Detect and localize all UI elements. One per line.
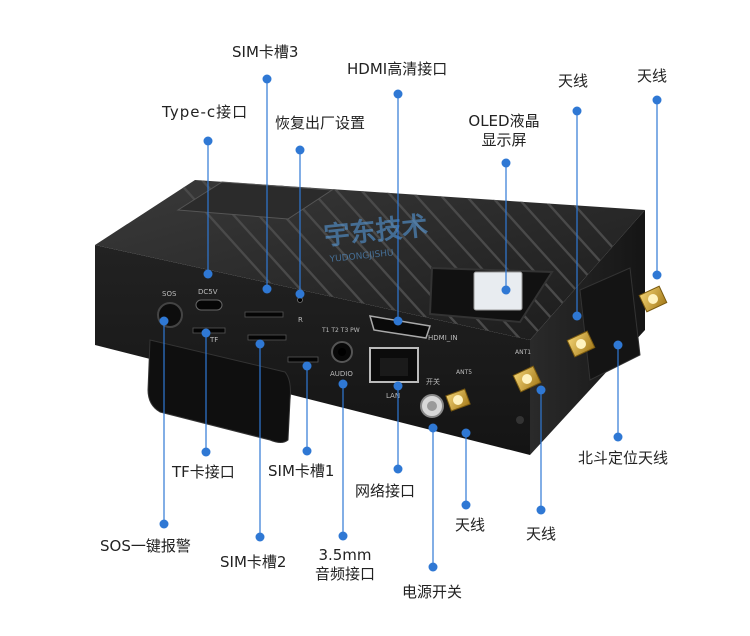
- callout-dot-antenna-top2: [652, 95, 662, 105]
- label-audio-line1: 3.5mm: [318, 546, 372, 564]
- label-reset: 恢复出厂设置: [275, 114, 366, 132]
- printed-lan: LAN: [386, 392, 400, 400]
- sma-antenna-ant1: [512, 365, 542, 393]
- label-antenna-top1: 天线: [558, 72, 589, 90]
- rubber-port-cover: [147, 339, 291, 443]
- sma-antenna-ant5: [445, 388, 471, 412]
- callout-dot-beidou: [613, 432, 623, 442]
- callout-dot-hdmi: [393, 89, 403, 99]
- printed-ant1: ANT1: [515, 349, 531, 356]
- label-oled-line1: OLED液晶: [468, 112, 540, 130]
- callout-dot-sim1: [302, 446, 312, 456]
- callout-dot-tf: [201, 447, 211, 457]
- printed-ant5: ANT5: [456, 369, 472, 376]
- sim-slot-3: [244, 311, 284, 318]
- label-audio: 3.5mm 音频接口: [300, 546, 390, 584]
- sma-antenna-top: [638, 285, 668, 313]
- callout-dot-reset: [295, 145, 305, 155]
- printed-switch: 开关: [426, 377, 440, 386]
- label-antenna-bottom2: 天线: [526, 525, 557, 543]
- printed-sos: SOS: [162, 290, 177, 298]
- callout-dot-sim2: [255, 532, 265, 542]
- label-plate: [176, 181, 334, 220]
- printed-audio: AUDIO: [330, 370, 353, 378]
- label-audio-line2: 音频接口: [314, 565, 375, 583]
- callout-dot-sim3: [262, 74, 272, 84]
- label-beidou: 北斗定位天线: [578, 449, 669, 467]
- printed-tracks: T1 T2 T3 PW: [321, 327, 360, 334]
- label-antenna-top2: 天线: [637, 67, 668, 85]
- printed-hdmi-in: HDMI_IN: [428, 334, 458, 342]
- sim-slot-1: [287, 356, 319, 363]
- side-indicator: [516, 416, 524, 424]
- callout-lines: [159, 74, 662, 572]
- label-hdmi: HDMI高清接口: [347, 60, 448, 78]
- printed-dc5v: DC5V: [198, 288, 218, 296]
- label-sim3: SIM卡槽3: [232, 43, 299, 61]
- hdmi-port: [368, 315, 431, 339]
- callout-dot-oled: [501, 158, 511, 168]
- typec-port: [195, 299, 223, 311]
- label-sos: SOS一键报警: [100, 537, 191, 555]
- printed-r: R: [298, 316, 303, 324]
- label-sim2: SIM卡槽2: [220, 553, 287, 571]
- callout-dot-typec: [203, 136, 213, 146]
- label-power: 电源开关: [402, 583, 463, 601]
- callout-dot-sos: [159, 519, 169, 529]
- callout-dot-lan: [393, 464, 403, 474]
- label-lan: 网络接口: [355, 482, 416, 500]
- callout-dot-antenna-bottom1: [461, 500, 471, 510]
- callout-dot-antenna-top1: [572, 106, 582, 116]
- label-oled-line2: 显示屏: [481, 131, 527, 149]
- label-antenna-bottom1: 天线: [455, 516, 486, 534]
- label-oled: OLED液晶 显示屏: [458, 112, 550, 150]
- sma-antenna-side: [566, 330, 596, 358]
- callout-dot-antenna-bottom2: [536, 505, 546, 515]
- sim-slot-2: [247, 334, 287, 341]
- label-tf: TF卡接口: [172, 463, 235, 481]
- label-typec: Type-c接口: [162, 103, 249, 121]
- label-sim1: SIM卡槽1: [268, 462, 335, 480]
- callout-dot-power: [428, 562, 438, 572]
- printed-tf: TF: [209, 336, 218, 344]
- callout-dot-audio: [338, 531, 348, 541]
